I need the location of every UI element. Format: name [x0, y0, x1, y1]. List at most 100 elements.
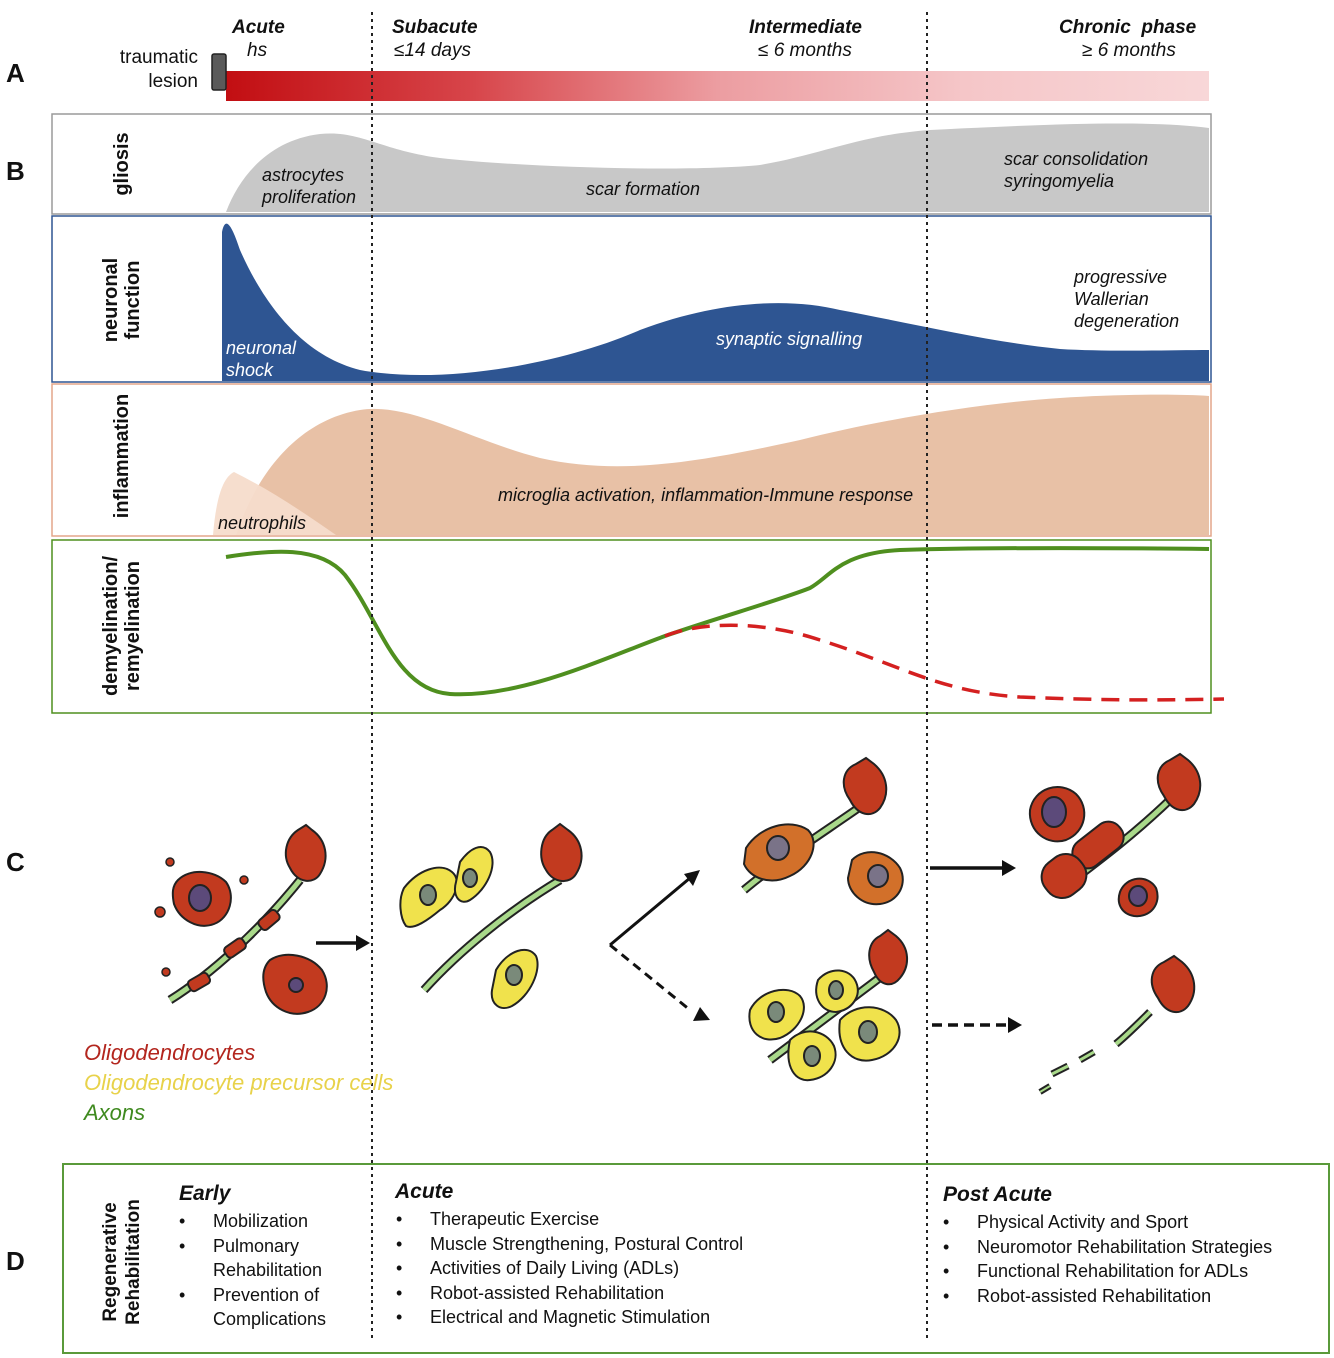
- rehab-early-item: Prevention of Complications: [179, 1283, 369, 1332]
- rehab-acute-list: Therapeutic Exercise Muscle Strengthenin…: [396, 1207, 916, 1330]
- phase-intermediate-name: Intermediate: [749, 17, 862, 38]
- debris-icon: [161, 967, 171, 977]
- timeline-bar: [226, 71, 1209, 101]
- rehab-acute-item: Robot-assisted Rehabilitation: [396, 1281, 916, 1306]
- legend-axons: Axons: [84, 1100, 146, 1125]
- rehabilitation-box: [62, 1163, 1330, 1354]
- rehab-early-item: Pulmonary Rehabilitation: [179, 1234, 369, 1283]
- rehab-post-acute-list: Physical Activity and Sport Neuromotor R…: [943, 1210, 1328, 1308]
- cells-opc-group: [399, 822, 583, 1009]
- nucleus-icon: [288, 977, 304, 993]
- rehab-acute-item: Muscle Strengthening, Postural Control: [396, 1232, 916, 1257]
- oligodendrocyte-icon: [1150, 954, 1196, 1014]
- lesion-label-line-2: lesion: [148, 71, 198, 92]
- arrow-head-icon: [356, 935, 370, 951]
- cells-remyelinated-group: [1028, 752, 1202, 918]
- oligodendrocyte-icon: [540, 822, 583, 882]
- nucleus-icon: [828, 980, 844, 1000]
- cells-remyelination-group: [741, 756, 904, 906]
- rehab-post-acute-item: Physical Activity and Sport: [943, 1210, 1328, 1235]
- rehab-acute-item: Activities of Daily Living (ADLs): [396, 1256, 916, 1281]
- nucleus-icon: [1041, 796, 1067, 828]
- rehab-acute-item: Therapeutic Exercise: [396, 1207, 916, 1232]
- gliosis-track-label: gliosis: [111, 132, 133, 196]
- nucleus-icon: [858, 1020, 878, 1044]
- phase-acute-name: Acute: [232, 17, 285, 38]
- myelin-track-label: demyelination/ remyelination: [100, 555, 144, 697]
- rehab-early-heading: Early: [179, 1182, 231, 1205]
- rehab-early-item: Mobilization: [179, 1209, 369, 1234]
- inflammation-track-label: inflammation: [111, 393, 133, 519]
- phase-chronic-name: Chronic phase: [1059, 17, 1197, 38]
- myelin-sheath-icon: [1040, 852, 1088, 900]
- rehab-post-acute-item: Neuromotor Rehabilitation Strategies: [943, 1235, 1328, 1260]
- panel-label-d: D: [6, 1246, 25, 1276]
- legend-opc: Oligodendrocyte precursor cells: [84, 1070, 394, 1095]
- inflammation-area: [236, 394, 1209, 535]
- neutrophils-area: [213, 472, 336, 535]
- arrow-head-icon: [1002, 860, 1016, 876]
- panel-label-a: A: [6, 58, 25, 88]
- synaptic-signalling-label: synaptic signalling: [716, 329, 863, 349]
- nucleus-icon: [462, 868, 478, 888]
- myelin-recovery-curve: [225, 546, 1210, 697]
- phase-subacute-duration: ≤14 days: [394, 40, 471, 61]
- phase-subacute-name: Subacute: [392, 17, 478, 38]
- lesion-label-line-1: traumatic: [119, 47, 198, 68]
- inflammation-track-frame: [51, 383, 1212, 537]
- neuronal-track-frame: [51, 215, 1212, 383]
- myelin-sheath-icon: [223, 937, 247, 959]
- arrow-head-icon: [684, 870, 700, 886]
- axon-icon: [768, 968, 892, 1062]
- rehab-acute-heading: Acute: [395, 1180, 454, 1203]
- phase-acute-duration: hs: [247, 40, 268, 61]
- rehab-post-acute-heading: Post Acute: [943, 1183, 1052, 1206]
- phase-chronic-duration: ≥ 6 months: [1082, 40, 1176, 61]
- arrow-head-icon: [1008, 1017, 1022, 1033]
- scar-consolidation-label: scar consolidation syringomyelia: [1004, 149, 1149, 191]
- nucleus-icon: [767, 1001, 785, 1023]
- axon-icon: [1114, 1010, 1152, 1046]
- repair-arrow: [609, 876, 691, 947]
- oligodendrocyte-icon: [1156, 752, 1202, 812]
- phase-intermediate-duration: ≤ 6 months: [758, 40, 852, 61]
- axon-fragment-icon: [1039, 1085, 1051, 1093]
- panel-label-c: C: [6, 847, 25, 877]
- debris-icon: [154, 906, 166, 918]
- oligodendrocyte-icon: [284, 823, 327, 882]
- rehabilitation-title: Regenerative Rehabilitation: [100, 1199, 144, 1325]
- oligodendrocyte-icon: [842, 756, 888, 816]
- axon-icon: [422, 877, 562, 992]
- neutrophils-label: neutrophils: [218, 513, 307, 533]
- lesion-marker-icon: [211, 53, 227, 91]
- axon-fragment-icon: [1079, 1050, 1095, 1062]
- wallerian-degeneration-label: progressive Wallerian degeneration: [1074, 267, 1180, 331]
- failure-arrow: [609, 943, 691, 1012]
- rehab-acute-item: Electrical and Magnetic Stimulation: [396, 1305, 916, 1330]
- panel-label-b: B: [6, 156, 25, 186]
- neuronal-area: [222, 223, 1209, 381]
- debris-icon: [239, 875, 249, 885]
- legend-oligodendrocytes: Oligodendrocytes: [84, 1040, 256, 1065]
- neuronal-shock-label: neuronal shock: [226, 338, 297, 380]
- arrow-head-icon: [693, 1007, 710, 1021]
- myelin-sheath-icon: [257, 908, 281, 932]
- nucleus-icon: [505, 964, 523, 986]
- nucleus-icon: [1128, 885, 1148, 907]
- nucleus-icon: [188, 884, 212, 912]
- axon-fragment-icon: [1051, 1064, 1069, 1076]
- cells-failure-group: [748, 928, 908, 1082]
- debris-icon: [165, 857, 175, 867]
- nucleus-icon: [803, 1045, 821, 1067]
- oligodendrocyte-icon: [868, 928, 908, 986]
- cells-degeneration-group: [1038, 954, 1196, 1095]
- myelin-sheath-icon: [186, 971, 212, 993]
- nucleus-icon: [766, 835, 790, 861]
- gliosis-area: [226, 123, 1209, 212]
- myelin-failure-curve: [664, 623, 1225, 702]
- rehab-post-acute-item: Robot-assisted Rehabilitation: [943, 1284, 1328, 1309]
- scar-formation-label: scar formation: [586, 179, 701, 199]
- rehab-early-list: Mobilization Pulmonary Rehabilitation Pr…: [179, 1209, 369, 1332]
- neuronal-track-label: neuronal function: [100, 257, 144, 343]
